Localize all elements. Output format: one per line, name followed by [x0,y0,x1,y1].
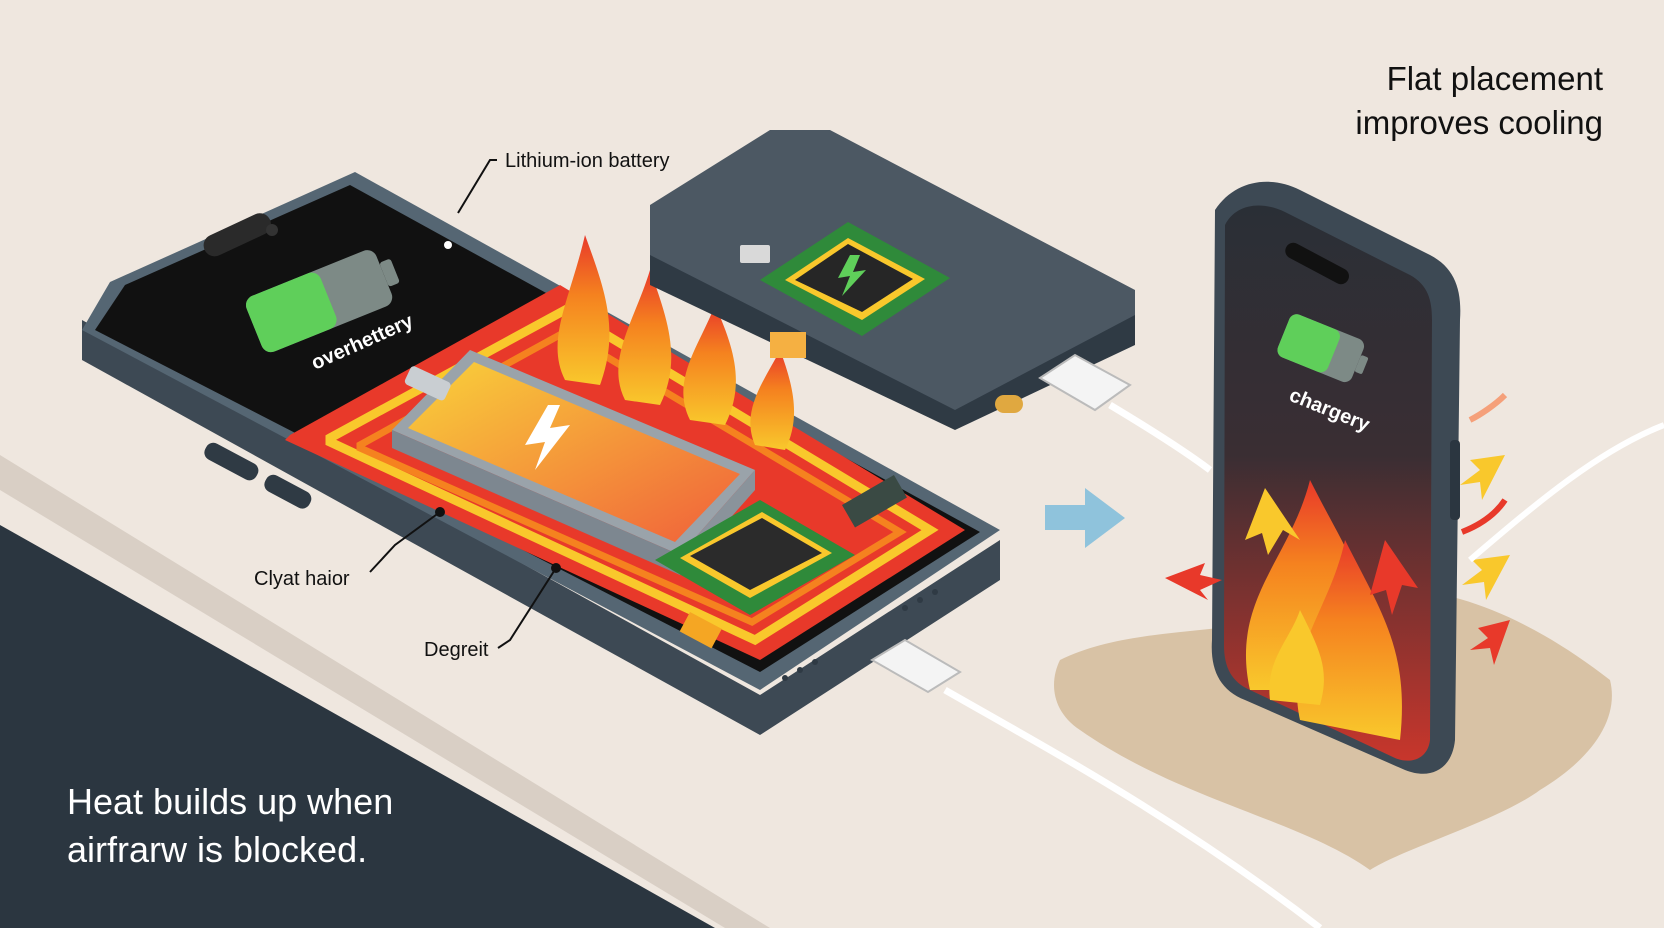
connector-block [770,332,806,358]
flame-icon [1245,480,1402,740]
notch [1285,242,1349,285]
flat-placement-line2: improves cooling [1355,104,1603,141]
chip-icon [655,500,855,615]
cooling-arrow [1460,455,1505,500]
cooling-arrow [1460,498,1508,535]
heat-arrow [1165,563,1222,600]
heat-arrow [1370,540,1418,615]
clyat-label: Clyat haior [254,568,350,590]
heat-caption-line2: airfrarw is blocked. [67,829,367,870]
annotations [369,159,557,649]
board-component [842,475,907,528]
battery-icon [245,250,400,353]
lightning-icon [525,405,570,470]
heat-caption-line1: Heat builds up when [67,781,393,822]
side-button [1450,440,1460,520]
battery-icon [1277,314,1369,383]
usb-c-port [995,395,1023,413]
camera-dot [266,224,278,236]
usb-cable-icon [1468,422,1664,563]
speaker-grille [782,589,938,681]
cooling-arrow [1468,392,1508,423]
flame-icon [557,235,795,450]
port [740,245,770,263]
right-phone: chargery [1054,181,1664,870]
dark-floor [0,525,715,928]
usb-cable-icon [870,638,1323,928]
heat-zone-ring [356,327,907,626]
usb-cable-icon [1038,353,1213,473]
side-button [204,442,259,481]
table-edge [0,455,770,928]
power-bank [650,130,1213,473]
cooling-arrow [1470,620,1510,665]
heat-zone-inner [325,304,939,646]
leader-dot [551,563,561,573]
cooling-arrow [1462,555,1510,600]
indicator-dot [444,241,452,249]
dynamic-island [203,213,271,257]
lightning-icon [838,255,866,296]
lithium-label: Lithium-ion battery [505,150,670,172]
board-component [679,612,722,649]
heat-arrow [1245,488,1300,555]
leader-dot [435,507,445,517]
side-button [264,474,312,509]
flat-placement-line1: Flat placement [1387,60,1603,97]
left-phone: overhettery [82,172,1323,928]
arrow-right-icon [1045,488,1125,548]
degreit-label: Degreit [424,639,489,661]
